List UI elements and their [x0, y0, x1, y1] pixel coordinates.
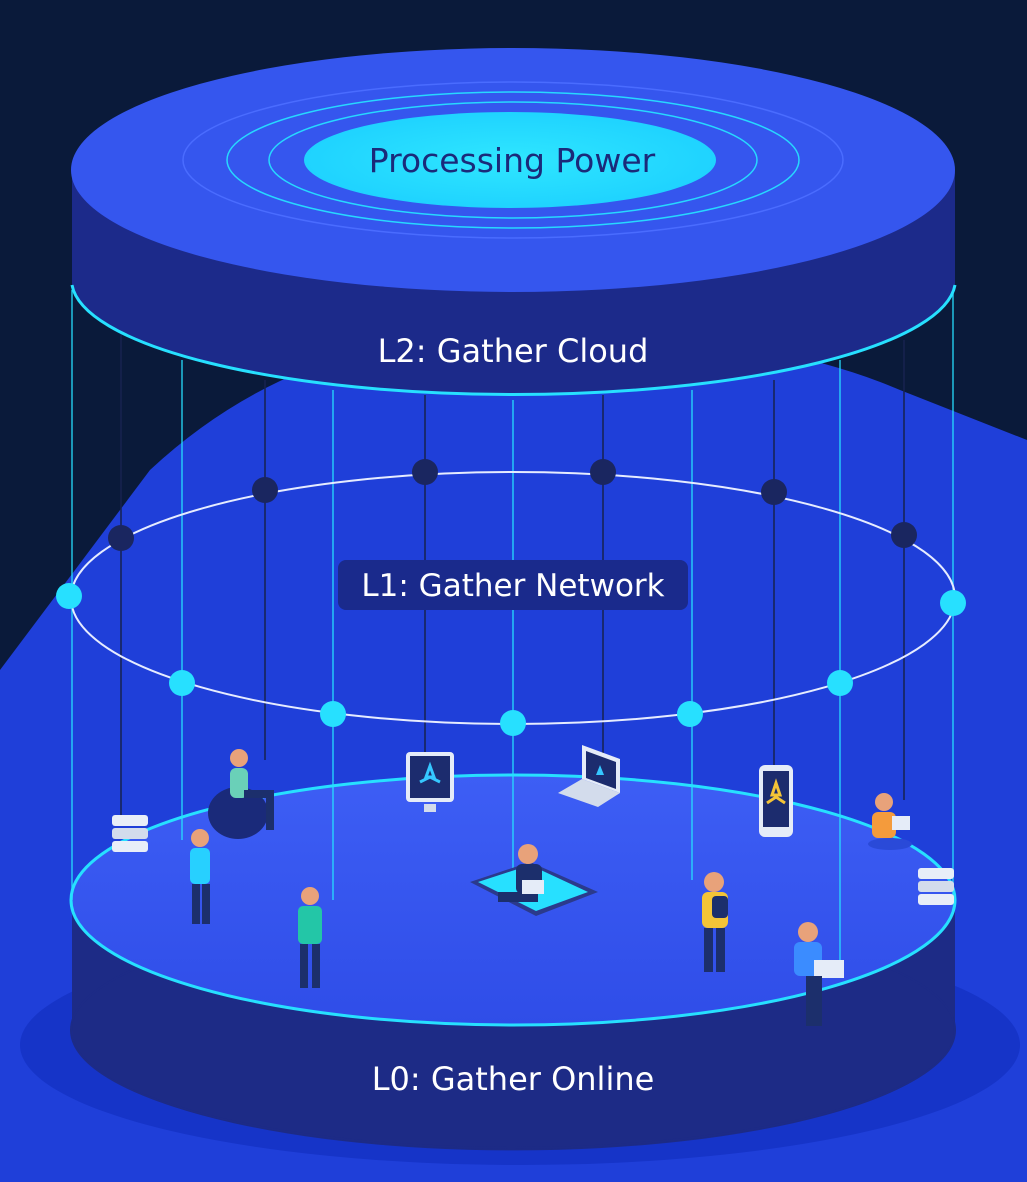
- cylinder-bottom-rim: [70, 284, 957, 397]
- processing-core: [304, 112, 716, 208]
- person-icon: [702, 872, 728, 972]
- ring-nodes-dark: [108, 459, 917, 551]
- person-icon: [868, 793, 912, 850]
- network-node: [56, 583, 82, 609]
- server-stack-icon: [918, 868, 954, 905]
- laptop-icon: [558, 745, 620, 807]
- network-node: [940, 590, 966, 616]
- top-ring-outer: [182, 81, 844, 239]
- monitor-icon: [406, 752, 454, 812]
- network-node: [677, 701, 703, 727]
- network-node: [500, 710, 526, 736]
- phone-icon: [759, 765, 793, 837]
- network-node: [169, 670, 195, 696]
- network-node: [108, 525, 134, 551]
- person-icon: [208, 749, 274, 839]
- server-stack-icon: [112, 815, 148, 852]
- l0-label: L0: Gather Online: [372, 1060, 655, 1098]
- top-label: Processing Power: [369, 141, 656, 180]
- l2-label: L2: Gather Cloud: [378, 332, 649, 370]
- network-node: [891, 522, 917, 548]
- network-node: [320, 701, 346, 727]
- network-node: [761, 479, 787, 505]
- person-icon: [794, 922, 844, 1026]
- top-ring-inner: [268, 101, 758, 219]
- person-icon: [498, 844, 544, 902]
- network-node: [827, 670, 853, 696]
- person-icon: [298, 887, 322, 988]
- network-node: [252, 477, 278, 503]
- network-node: [412, 459, 438, 485]
- l1-label: L1: Gather Network: [361, 568, 664, 604]
- ring-nodes-cyan: [56, 583, 966, 736]
- person-icon: [190, 829, 210, 924]
- network-node: [590, 459, 616, 485]
- l1-label-box: [338, 560, 688, 610]
- top-ring-mid: [226, 91, 800, 229]
